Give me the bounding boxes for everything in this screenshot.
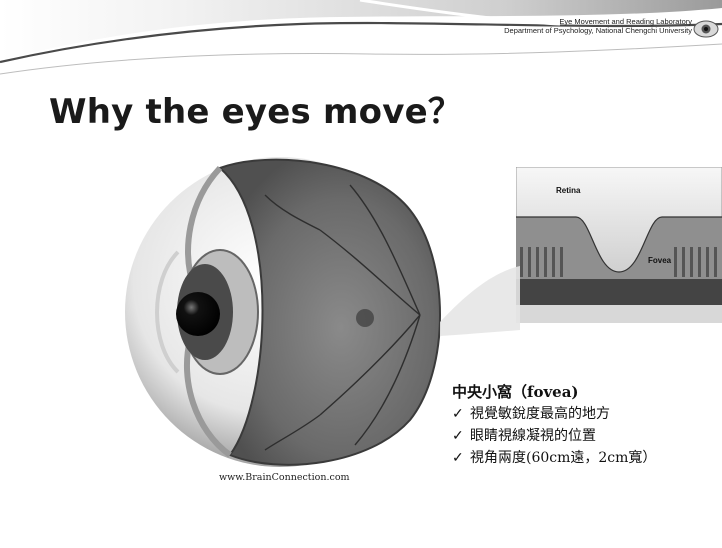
slide-title: Why the eyes move？ [49, 84, 462, 133]
eye-logo-icon [692, 18, 720, 40]
fovea-point-3: ✓ 視角兩度(60cm遠，2cm寬） [452, 447, 712, 469]
retina-fovea-inset: Retina Fovea [516, 167, 722, 323]
retina-label: Retina [556, 186, 581, 195]
fovea-point-text: 視覺敏銳度最高的地方 [470, 403, 610, 425]
inset-connector [440, 250, 520, 340]
department-name: Department of Psychology, National Cheng… [504, 26, 692, 35]
check-icon: ✓ [452, 447, 470, 469]
check-icon: ✓ [452, 425, 470, 447]
fovea-point-text: 視角兩度(60cm遠，2cm寬） [470, 447, 656, 469]
fovea-point-2: ✓ 眼睛視線凝視的位置 [452, 425, 712, 447]
lab-affiliation: Eye Movement and Reading Laboratory Depa… [504, 17, 692, 35]
fovea-point-1: ✓ 視覺敏銳度最高的地方 [452, 403, 712, 425]
header-swoosh [0, 0, 722, 90]
eye-anatomy-illustration [120, 140, 450, 480]
fovea-heading: 中央小窩（fovea) [452, 381, 712, 403]
fovea-point-text: 眼睛視線凝視的位置 [470, 425, 596, 447]
lab-name: Eye Movement and Reading Laboratory [504, 17, 692, 26]
image-credit: www.BrainConnection.com [219, 472, 350, 483]
fovea-description: 中央小窩（fovea) ✓ 視覺敏銳度最高的地方 ✓ 眼睛視線凝視的位置 ✓ 視… [452, 381, 712, 469]
fovea-label: Fovea [648, 256, 672, 265]
check-icon: ✓ [452, 403, 470, 425]
